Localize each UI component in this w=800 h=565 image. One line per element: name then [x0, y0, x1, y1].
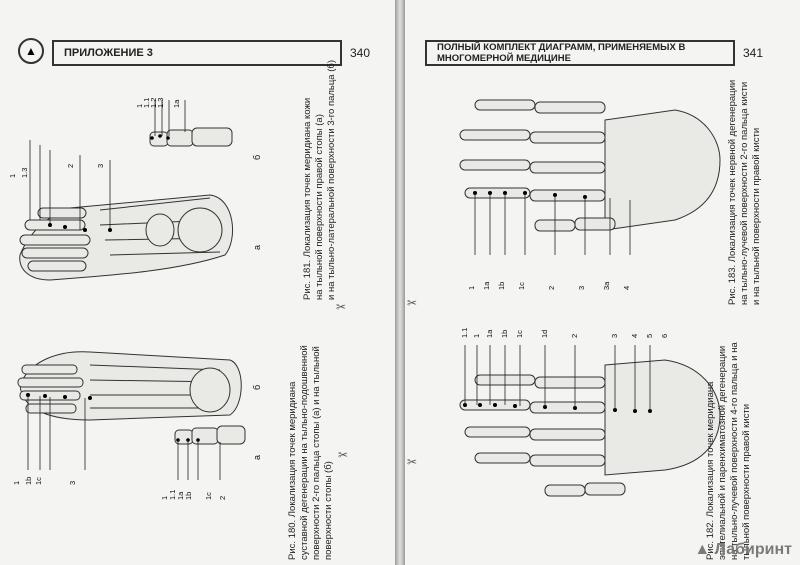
- fig180-caption: Рис. 180. Локализация точек меридиана су…: [287, 345, 335, 560]
- fig183-caption: Рис. 183. Локализация точек нервной деге…: [727, 80, 763, 305]
- book-gutter: [395, 0, 405, 565]
- fig180-caption-line-1: Рис. 180. Локализация точек меридиана: [287, 381, 298, 560]
- fig182-caption-line-2: эпителиальной и паренхиматозной дегенера…: [717, 345, 728, 560]
- fig182-label-1b: 1b: [500, 329, 509, 338]
- fig180-sub-b: б: [252, 384, 262, 390]
- fig180-label-1: 1: [12, 480, 21, 485]
- fig182-label-1-1: 1.1: [460, 327, 469, 338]
- fig182-caption-line-3: на тыльно-лучевой поверхности 4-го пальц…: [729, 342, 740, 560]
- fig180-small-label-1b: 1b: [184, 491, 193, 500]
- fig181-sub-b: б: [252, 154, 262, 160]
- fig180-small-label-2: 2: [218, 495, 227, 500]
- fig183-label-1: 1: [467, 285, 476, 290]
- fig182-caption-line-1: Рис. 182. Локализация точек меридиана: [705, 381, 716, 560]
- fig181-foot-diagram: [19, 100, 234, 281]
- fig183-label-1a: 1a: [482, 281, 491, 290]
- publisher-logo-icon: ▲: [18, 38, 44, 64]
- fig182-label-2: 2: [570, 333, 579, 338]
- fig180-label-1c: 1c: [34, 477, 43, 485]
- fig182-label-1: 1: [472, 333, 481, 338]
- fig180-label-1b: 1b: [24, 476, 33, 485]
- fig182-caption: Рис. 182. Локализация точек меридиана эп…: [705, 342, 753, 560]
- fig181-caption-line-3: и на тыльно-латеральной поверхности 3-го…: [326, 60, 337, 300]
- left-page-header: ПРИЛОЖЕНИЕ 3: [52, 40, 342, 66]
- watermark-text: Лабиринт: [714, 541, 792, 558]
- right-page-header: ПОЛНЫЙ КОМПЛЕКТ ДИАГРАММ, ПРИМЕНЯЕМЫХ В …: [425, 40, 735, 66]
- fig180-caption-line-2: суставной дегенерации на тыльно-подошвен…: [299, 345, 310, 560]
- fig183-label-1c: 1c: [517, 282, 526, 290]
- fig181-label-3: 3: [96, 163, 105, 168]
- fig180-caption-line-3: поверхности 2-го пальца стопы (а) и на т…: [311, 346, 322, 560]
- fig182-label-1a: 1a: [485, 329, 494, 338]
- fig181-caption: Рис. 181. Локализация точек меридиана ко…: [302, 60, 338, 300]
- fig182-label-5: 5: [645, 333, 654, 338]
- fig181-sub-a: а: [252, 244, 262, 250]
- fig180-foot-diagram: [17, 351, 246, 480]
- fig182-caption-line-4: тыльной поверхности правой кисти: [741, 403, 752, 560]
- fig182-label-1d: 1d: [540, 329, 549, 338]
- watermark-logo-icon: ▲: [694, 541, 711, 558]
- left-header-title: ПРИЛОЖЕНИЕ 3: [64, 47, 153, 59]
- fig180-label-3: 3: [68, 480, 77, 485]
- scissors-icon: ✂: [407, 455, 418, 469]
- fig181-label-1-3: 1.3: [20, 167, 29, 178]
- left-page-number: 340: [350, 46, 371, 60]
- fig181-caption-line-1: Рис. 181. Локализация точек меридиана ко…: [302, 97, 313, 300]
- fig183-caption-line-3: и на тыльной поверхности правой кисти: [751, 127, 762, 305]
- fig180-small-label-1c: 1c: [204, 492, 213, 500]
- fig182-label-4: 4: [630, 333, 639, 338]
- fig183-label-3: 3: [577, 285, 586, 290]
- fig183-hand-diagram: [459, 99, 721, 255]
- fig181-label-2: 2: [66, 163, 75, 168]
- fig182-label-1c: 1c: [515, 330, 524, 338]
- fig183-label-1b: 1b: [497, 281, 506, 290]
- fig180-sub-a: а: [252, 454, 262, 460]
- fig183-label-3a: 3a: [602, 281, 611, 290]
- fig183-caption-line-1: Рис. 183. Локализация точек нервной деге…: [727, 79, 738, 305]
- fig181-caption-line-2: на тыльной поверхности правой стопы (а): [314, 114, 325, 300]
- right-header-title: ПОЛНЫЙ КОМПЛЕКТ ДИАГРАММ, ПРИМЕНЯЕМЫХ В …: [437, 42, 686, 64]
- watermark: ▲ Лабиринт: [694, 541, 792, 559]
- fig182-hand-diagram: [459, 345, 721, 497]
- fig183-caption-line-2: на тыльно-лучевой поверхности 2-го пальц…: [739, 81, 750, 305]
- right-page-number: 341: [743, 46, 764, 60]
- fig181-small-label-1-3: 1.3: [156, 97, 165, 108]
- fig181-small-label-1a: 1a: [172, 99, 181, 108]
- fig182-label-3: 3: [610, 333, 619, 338]
- scissors-icon: ✂: [407, 296, 418, 310]
- fig183-label-4: 4: [622, 285, 631, 290]
- left-page: ▲ ПРИЛОЖЕНИЕ 3 340: [0, 0, 395, 565]
- fig181-label-1: 1: [8, 173, 17, 178]
- fig182-label-6: 6: [660, 333, 669, 338]
- right-page: ПОЛНЫЙ КОМПЛЕКТ ДИАГРАММ, ПРИМЕНЯЕМЫХ В …: [405, 0, 800, 565]
- fig180-caption-line-4: поверхности стопы (б): [323, 461, 334, 560]
- scissors-icon: ✂: [336, 300, 347, 314]
- scissors-icon: ✂: [338, 448, 349, 462]
- fig183-label-2: 2: [547, 285, 556, 290]
